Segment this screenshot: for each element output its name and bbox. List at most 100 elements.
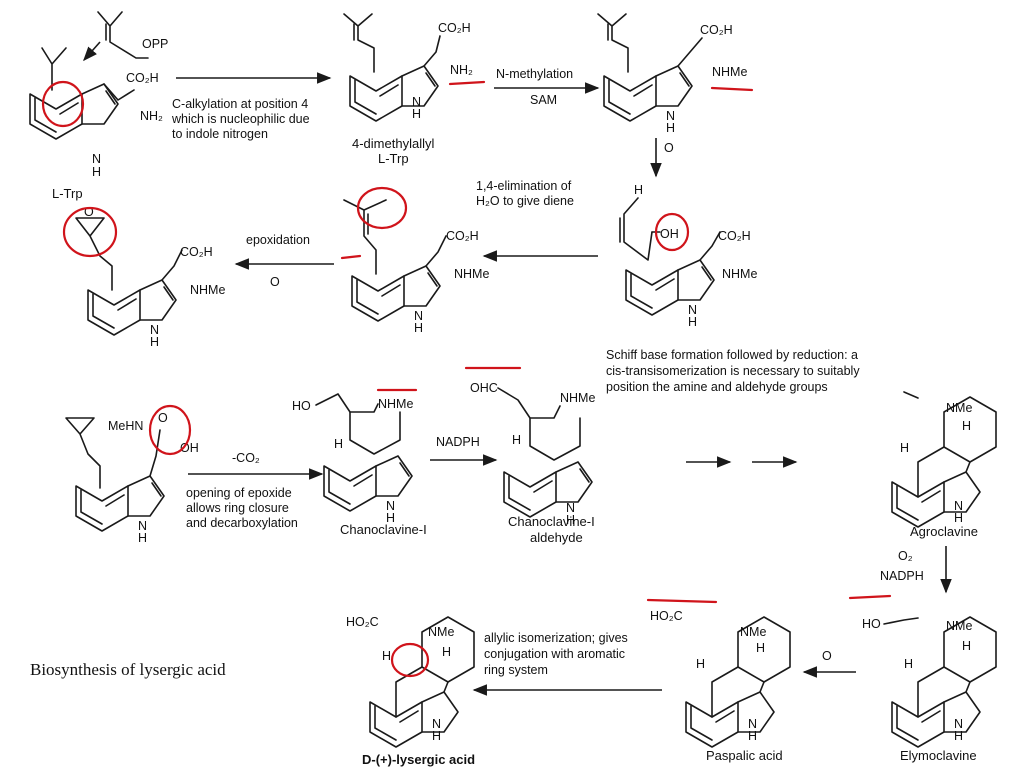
ho-label: HO [292, 399, 311, 413]
svg-text:CO₂H: CO₂H [718, 229, 751, 243]
chanoclavine-name: Chanoclavine-I [340, 522, 427, 537]
svg-text:H: H [382, 649, 391, 663]
svg-text:N: N [954, 499, 963, 513]
svg-text:H: H [442, 645, 451, 659]
figure-caption: Biosynthesis of lysergic acid [30, 660, 226, 679]
reagent-1-line3: to indole nitrogen [172, 127, 268, 141]
reagent-9-line2: NADPH [880, 569, 924, 583]
reagent-2-line1: N-methylation [496, 67, 573, 81]
chano-ald-name-1: Chanoclavine-I [508, 514, 595, 529]
reagent-11-line1: allylic isomerization; gives [484, 631, 628, 645]
co2h-label: CO₂H [126, 71, 159, 85]
svg-text:NMe: NMe [740, 625, 766, 639]
diene-structure: CO₂H NHMe N H [340, 186, 489, 335]
indole-h-label: H [92, 165, 101, 179]
reagent-4-line2: H₂O to give diene [476, 194, 574, 208]
reagent-8-line1: Schiff base formation followed by reduct… [606, 348, 858, 362]
svg-text:H: H [962, 419, 971, 433]
reagent-6-line4: and decarboxylation [186, 516, 298, 530]
svg-text:H: H [432, 729, 441, 743]
svg-text:NHMe: NHMe [712, 65, 747, 79]
reagent-1-line2: which is nucleophilic due [171, 112, 310, 126]
svg-text:N: N [954, 717, 963, 731]
svg-text:CO₂H: CO₂H [180, 245, 213, 259]
lysergic-acid-structure: HO₂C NMe H H N H D-(+)-lysergic acid [346, 615, 475, 767]
svg-text:H: H [900, 441, 909, 455]
opp-label: OPP [142, 37, 168, 51]
reagent-6-line3: allows ring closure [186, 501, 289, 515]
reagent-1-line1: C-alkylation at position 4 [172, 97, 308, 111]
reagent-2-line2: SAM [530, 93, 557, 107]
svg-text:NHMe: NHMe [378, 397, 413, 411]
svg-text:H: H [138, 531, 147, 545]
reagent-6-line1: -CO₂ [232, 451, 260, 465]
svg-text:N: N [414, 309, 423, 323]
svg-text:N: N [150, 323, 159, 337]
svg-text:NHMe: NHMe [560, 391, 595, 405]
svg-text:H: H [696, 657, 705, 671]
svg-text:NHMe: NHMe [454, 267, 489, 281]
n-methyl-dma-trp-structure: CO₂H NHMe N H [597, 13, 754, 135]
elymoclavine-structure: HO NMe H H N H Elymoclavine [862, 616, 997, 763]
paspalic-ho2c: HO₂C [650, 609, 683, 623]
epoxide-structure: O CO₂H NHMe N H [62, 205, 225, 349]
svg-text:N: N [138, 519, 147, 533]
svg-text:H: H [386, 511, 395, 525]
svg-text:H: H [688, 315, 697, 329]
reagent-9-line1: O₂ [898, 549, 913, 563]
svg-text:N: N [666, 109, 675, 123]
paspalic-acid-structure: HO₂C NMe H H N H Paspalic acid [646, 598, 791, 763]
reagent-7: NADPH [436, 435, 480, 449]
svg-text:HO: HO [862, 617, 881, 631]
svg-text:H: H [512, 433, 521, 447]
reagent-3: O [664, 141, 674, 155]
oh-label: OH [660, 227, 679, 241]
svg-text:H: H [334, 437, 343, 451]
ohc-label: OHC [470, 381, 498, 395]
reagent-10: O [822, 649, 832, 663]
svg-text:NMe: NMe [946, 619, 972, 633]
svg-text:NMe: NMe [428, 625, 454, 639]
reagent-8-line2: cis-transisomerization is necessary to s… [606, 364, 860, 378]
svg-text:NH₂: NH₂ [450, 63, 473, 77]
svg-text:O: O [84, 205, 94, 219]
hydroxy-intermediate-structure: H OH CO₂H NHMe N H [619, 183, 757, 329]
indole-n-label: N [92, 152, 101, 166]
elymoclavine-name: Elymoclavine [900, 748, 977, 763]
svg-text:CO₂H: CO₂H [700, 23, 733, 37]
svg-text:CO₂H: CO₂H [446, 229, 479, 243]
reagent-5-line1: epoxidation [246, 233, 310, 247]
svg-text:H: H [756, 641, 765, 655]
mehn-label: MeHN [108, 419, 143, 433]
svg-text:N: N [386, 499, 395, 513]
dmapp-structure: OPP [83, 11, 168, 62]
svg-text:H: H [954, 729, 963, 743]
reagent-11-line3: ring system [484, 663, 548, 677]
svg-text:N: N [432, 717, 441, 731]
svg-text:H: H [748, 729, 757, 743]
svg-text:H: H [412, 107, 421, 121]
dimethylallyl-trp-structure: CO₂H NH₂ N H 4-dimethylallyl L-Trp [343, 13, 486, 166]
svg-text:CO₂H: CO₂H [438, 21, 471, 35]
dma-trp-name-1: 4-dimethylallyl [352, 136, 434, 151]
dma-trp-name-2: L-Trp [378, 151, 409, 166]
reagent-11-line2: conjugation with aromatic [484, 647, 625, 661]
svg-text:N: N [566, 501, 575, 515]
svg-text:H: H [962, 639, 971, 653]
svg-text:NHMe: NHMe [722, 267, 757, 281]
nh2-label: NH₂ [140, 109, 163, 123]
reagent-6-line2: opening of epoxide [186, 486, 292, 500]
svg-text:H: H [954, 511, 963, 525]
svg-text:NHMe: NHMe [190, 283, 225, 297]
svg-text:NMe: NMe [946, 401, 972, 415]
chanoclavine-aldehyde-structure: OHC NHMe H N H Chanoclavine-I aldehyde [464, 366, 595, 545]
epoxide-acid-structure: MeHN O OH N H [65, 404, 199, 545]
svg-text:H: H [150, 335, 159, 349]
agroclavine-name: Agroclavine [910, 524, 978, 539]
svg-text:H: H [904, 657, 913, 671]
svg-text:N: N [748, 717, 757, 731]
svg-text:H: H [566, 513, 575, 527]
svg-text:H: H [414, 321, 423, 335]
chanoclavine-structure: HO NHMe H N H Chanoclavine-I [292, 388, 427, 537]
